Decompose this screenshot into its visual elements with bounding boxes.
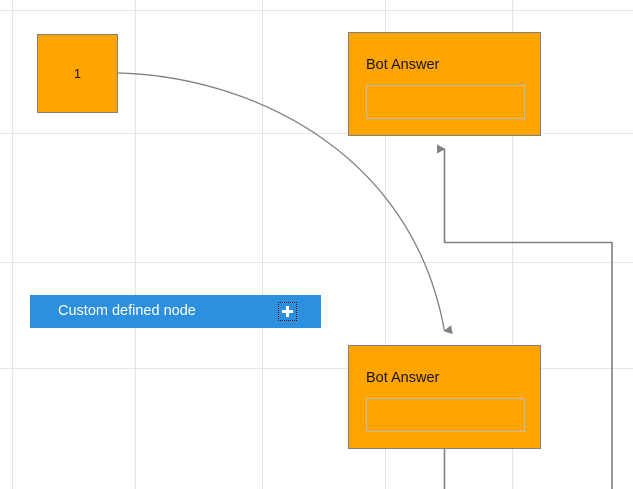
bot-answer-title: Bot Answer <box>366 57 440 73</box>
bot-answer-node-top[interactable]: Bot Answer <box>348 32 541 136</box>
start-node-label: 1 <box>73 66 82 81</box>
plus-icon <box>281 305 294 318</box>
start-node[interactable]: 1 <box>37 34 118 113</box>
custom-defined-node-button[interactable]: Custom defined node <box>30 295 321 328</box>
bot-answer-message-slot[interactable] <box>366 398 525 432</box>
bot-answer-title: Bot Answer <box>366 370 440 386</box>
bot-answer-message-slot[interactable] <box>366 85 525 119</box>
custom-defined-node-label: Custom defined node <box>58 303 196 320</box>
bot-answer-node-bottom[interactable]: Bot Answer <box>348 345 541 449</box>
add-node-button[interactable] <box>278 302 297 321</box>
